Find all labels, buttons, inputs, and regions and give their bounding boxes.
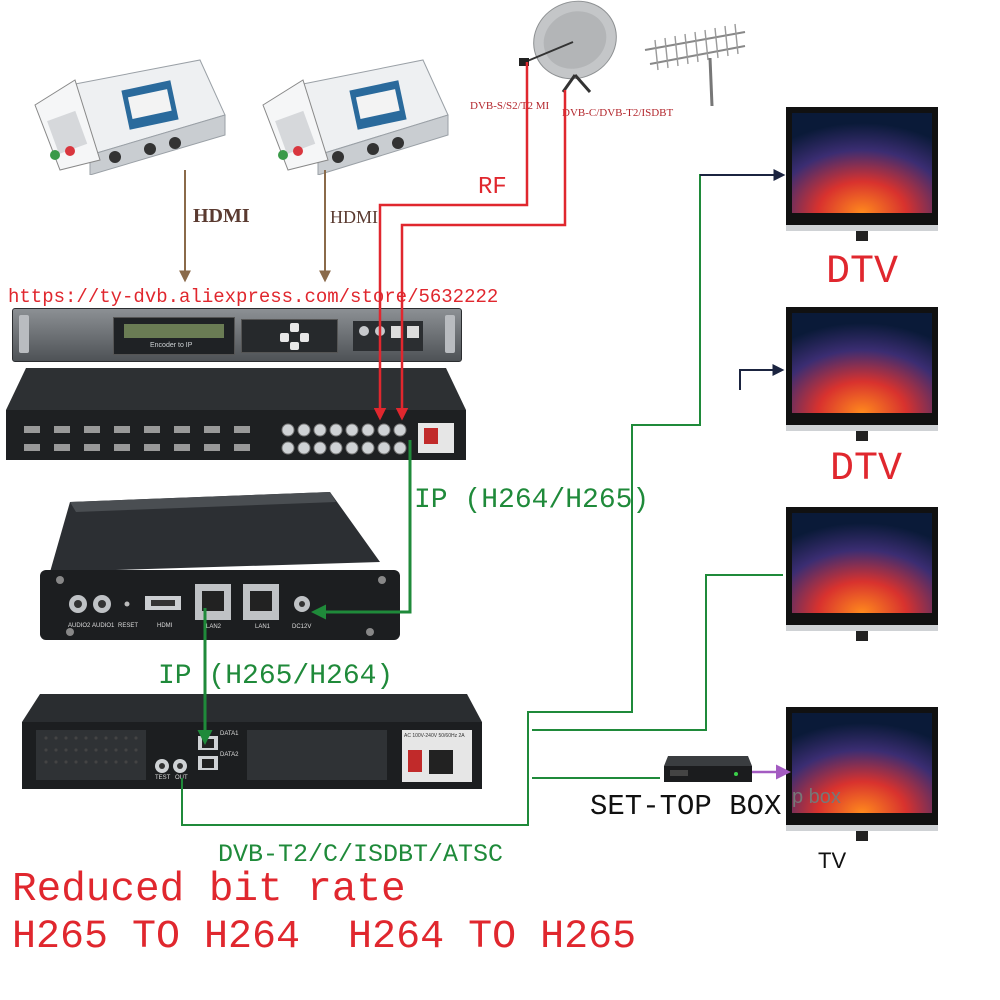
ip-label-top: IP (H264/H265) [414, 485, 650, 516]
port-data1: DATA1 [220, 731, 239, 737]
rf-out-line-tv3 [532, 574, 783, 731]
port-hdmi: HDMI [157, 623, 173, 629]
tv-icon [786, 307, 938, 445]
receiver-left [30, 45, 235, 176]
set-top-box-label: SET-TOP BOX [590, 790, 782, 823]
tv-icon [786, 707, 938, 845]
reduced-bitrate-title: Reduced bit rate [12, 867, 406, 913]
tv-icon [786, 507, 938, 645]
store-url: https://ty-dvb.aliexpress.com/store/5632… [8, 286, 499, 308]
dvb-output-label: DVB-T2/C/ISDBT/ATSC [218, 840, 504, 869]
modulator-rack: DATA1 DATA2 TEST OUT AC 100V-240V 50/60H… [22, 694, 482, 789]
port-audio1: AUDIO1 [92, 623, 115, 629]
conversion-title: H265 TO H264 H264 TO H265 [12, 915, 637, 960]
satellite-dish-icon [515, 0, 625, 95]
tv-label-4: TV [818, 848, 847, 873]
encoder-display-text: Encoder to IP [150, 342, 193, 349]
port-reset: RESET [118, 623, 139, 629]
tv-label-1: DTV [826, 250, 899, 295]
port-lan2: LAN2 [206, 624, 222, 630]
port-lan1: LAN1 [255, 624, 271, 630]
receiver-right [258, 45, 458, 176]
antenna-icon [640, 22, 750, 107]
rf-label: RF [478, 174, 507, 201]
port-test: TEST [155, 775, 171, 781]
modulator-power-label: AC 100V-240V 50/60Hz 2A [404, 733, 465, 739]
encoder-front-panel: Encoder to IP [12, 308, 462, 362]
ip-label-bottom: IP (H265/H264) [158, 661, 394, 692]
hdmi-label-right: HDMI [330, 207, 378, 227]
port-audio2: AUDIO2 [68, 623, 91, 629]
sat-label: DVB-S/S2/T2 MI [470, 100, 550, 112]
transcoder-box: AUDIO2 AUDIO1 RESET HDMI LAN2 LAN1 DC12V [10, 492, 410, 652]
set-top-box-faint-label: p box [792, 786, 841, 808]
hdmi-label-left: HDMI [193, 205, 250, 227]
antenna-label: DVB-C/DVB-T2/ISDBT [562, 107, 674, 119]
tv-label-2: DTV [830, 447, 903, 492]
port-data2: DATA2 [220, 752, 239, 758]
tv-icon [786, 107, 938, 245]
set-top-box-icon [660, 752, 752, 786]
port-dc12v: DC12V [292, 624, 312, 630]
port-out: OUT [175, 775, 188, 781]
encoder-rear-panel [6, 368, 466, 460]
